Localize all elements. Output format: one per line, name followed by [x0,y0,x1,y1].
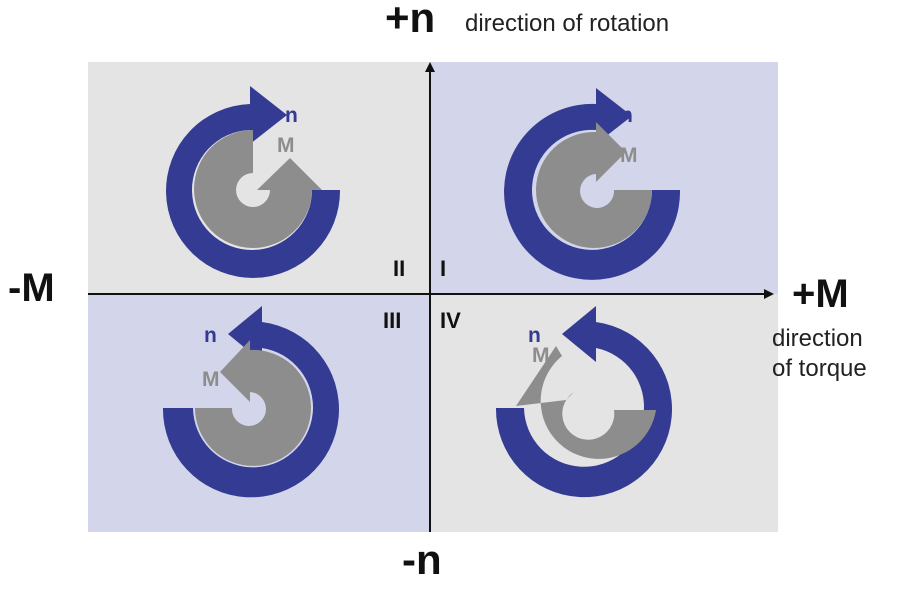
quadrant-i-arrows: n M [504,88,681,280]
torque-symbol: M [620,144,638,167]
rotation-direction-caption: direction of rotation [465,10,670,37]
torque-symbol: M [532,344,550,367]
rotation-arrow-clockwise [166,86,341,278]
quadrant-iv-label: IV [440,308,461,333]
quadrant-iv-arrows: n M [495,306,672,498]
torque-symbol: M [202,368,220,391]
rotation-symbol: n [204,324,217,347]
rotation-arrow-counterclockwise [162,306,339,498]
rotation-symbol: n [620,104,633,127]
negative-torque-label: -M [8,266,55,310]
positive-speed-label: +n [385,0,436,41]
rotation-arrow-clockwise [504,88,681,280]
torque-symbol: M [277,134,295,157]
rotation-symbol: n [528,324,541,347]
quadrant-i-label: I [440,256,447,281]
quadrant-ii-arrows: n M [166,86,341,278]
quadrant-iii-label: III [383,308,402,333]
torque-direction-caption: direction of torque [772,325,867,382]
torque-arrow-counterclockwise [194,130,322,248]
quadrant-iii-arrows: n M [162,306,339,498]
torque-arrow-clockwise [536,122,652,248]
positive-torque-label: +M [792,272,849,316]
torque-arrow-counterclockwise [195,340,311,466]
rotation-symbol: n [285,104,298,127]
quadrant-ii-label: II [393,256,406,281]
negative-speed-label: -n [402,536,442,583]
torque-arrow-clockwise [516,346,656,459]
